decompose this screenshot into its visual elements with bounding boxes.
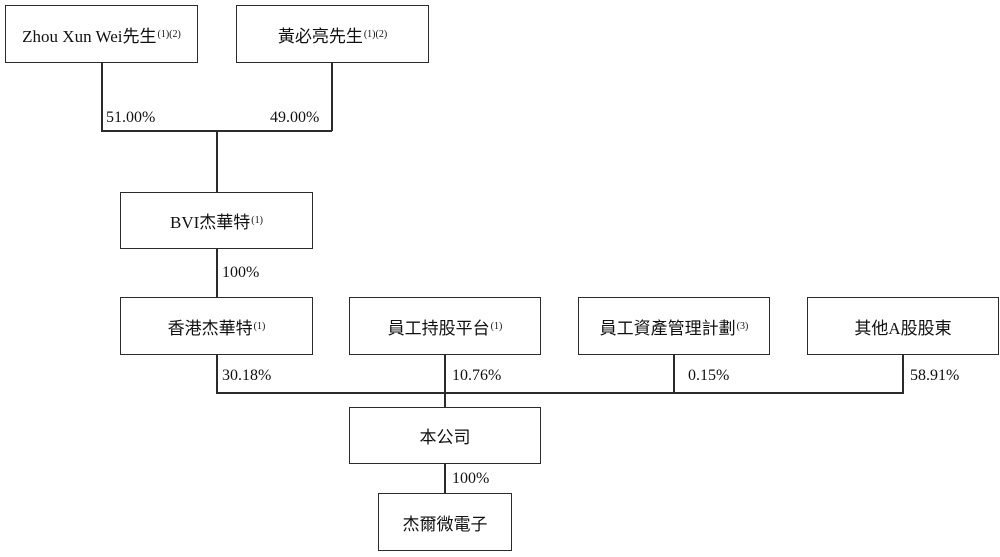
holding-company-subsidiary: 100% (452, 470, 490, 487)
entity-company: 本公司 (349, 407, 541, 464)
footnote-marker: (3) (736, 320, 749, 332)
connector-line (444, 464, 446, 494)
entity-name: Zhou Xun Wei先生 (22, 26, 157, 46)
entity-name: 黃必亮先生 (277, 26, 363, 46)
entity-name: 香港杰華特 (167, 318, 253, 338)
footnote-marker: (1) (253, 320, 266, 332)
entity-employee-shareholding-platform: 員工持股平台(1) (349, 297, 541, 355)
entity-huang-bi-liang: 黃必亮先生(1)(2) (236, 5, 429, 63)
footnote-marker: (1) (251, 215, 263, 226)
holding-bvi-hk: 100% (222, 264, 260, 281)
footnote-marker: (1)(2) (157, 28, 181, 40)
holding-hk-company: 30.18% (222, 367, 272, 384)
entity-name: 杰爾微電子 (402, 514, 488, 534)
entity-name: 其他A股股東 (854, 318, 952, 338)
connector-line (101, 63, 103, 131)
entity-name: 員工資產管理計劃 (599, 318, 736, 338)
holding-esop-company: 10.76% (452, 367, 502, 384)
holding-huang-bvi: 49.00% (270, 109, 320, 126)
connector-line (216, 392, 904, 394)
entity-jieer-microelectronics: 杰爾微電子 (378, 493, 512, 551)
entity-other-a-shareholders: 其他A股股東 (807, 297, 999, 355)
connector-line (902, 355, 904, 393)
connector-line (444, 355, 446, 408)
connector-line (331, 63, 333, 131)
entity-bvi-jiehuate: BVI杰華特(1) (120, 192, 313, 249)
entity-name: BVI杰華特 (170, 213, 251, 232)
entity-employee-asset-management-plan: 員工資產管理計劃(3) (578, 297, 770, 355)
entity-zhou-xun-wei: Zhou Xun Wei先生(1)(2) (5, 5, 198, 63)
connector-line (216, 355, 218, 393)
entity-name: 員工持股平台 (387, 318, 490, 338)
footnote-marker: (1) (490, 320, 503, 332)
connector-line (216, 130, 218, 193)
holding-other-a-company: 58.91% (910, 367, 960, 384)
footnote-marker: (1)(2) (363, 28, 388, 40)
connector-line (216, 249, 218, 298)
holding-asset-plan-company: 0.15% (688, 367, 730, 384)
entity-name: 本公司 (419, 428, 471, 447)
connector-line (673, 355, 675, 393)
holding-zhou-bvi: 51.00% (106, 109, 156, 126)
entity-hk-jiehuate: 香港杰華特(1) (120, 297, 313, 355)
